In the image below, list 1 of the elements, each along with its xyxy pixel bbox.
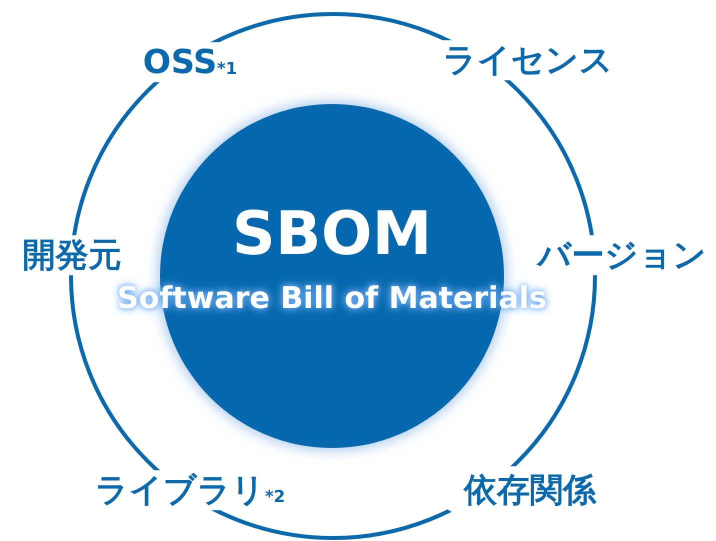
title-text: SBOM: [232, 204, 432, 264]
